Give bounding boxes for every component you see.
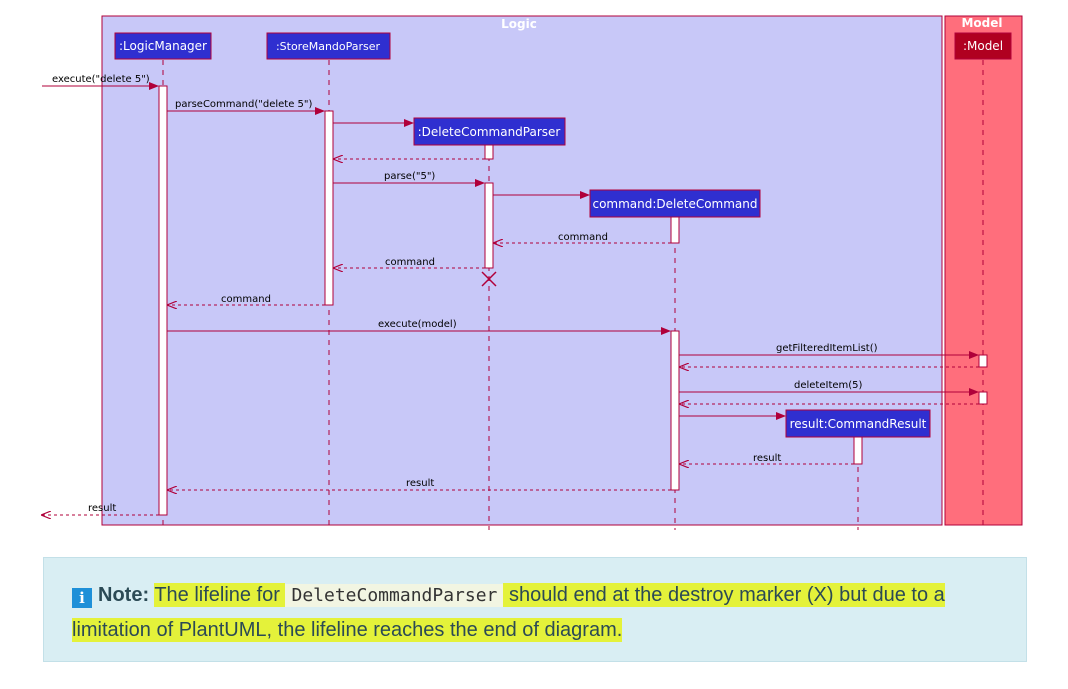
activation-delete-parser-init <box>484 144 494 160</box>
participant-delete-parser <box>413 117 566 146</box>
msg-parse-label: parse("5") <box>384 171 435 182</box>
msg-parse-command-label: parseCommand("delete 5") <box>175 99 312 110</box>
info-icon: i <box>72 588 92 608</box>
note-box: i Note: The lifeline for DeleteCommandPar… <box>43 557 1027 662</box>
activation-delete-command-init <box>670 216 680 244</box>
activation-command-result <box>853 436 863 465</box>
msg-execute-model-label: execute(model) <box>378 319 457 330</box>
msg-return-command-1-label: command <box>558 232 608 243</box>
participant-model-label: :Model <box>963 39 1003 53</box>
participant-parser <box>266 32 391 60</box>
msg-get-filtered-label: getFilteredItemList() <box>776 343 878 354</box>
participant-delete-command-label: command:DeleteCommand <box>592 197 757 211</box>
msg-return-command-3-label: command <box>221 294 271 305</box>
msg-return-result-2-label: result <box>406 478 434 489</box>
participant-parser-label: :StoreMandoParser <box>276 40 381 53</box>
note-text: i Note: The lifeline for DeleteCommandPar… <box>72 578 1012 648</box>
sequence-diagram: Logic Model :LogicManager :StoreMandoPar… <box>0 15 1023 530</box>
note-label: Note: <box>98 584 150 606</box>
participant-logic-manager <box>114 32 212 60</box>
activation-parser <box>324 110 334 306</box>
note-code: DeleteCommandParser <box>285 584 504 607</box>
activation-delete-parser-parse <box>484 182 494 269</box>
msg-return-result-1-label: result <box>753 453 781 464</box>
activation-model-1 <box>978 354 988 368</box>
activation-model-2 <box>978 391 988 405</box>
participant-model <box>954 32 1012 60</box>
participant-command-result <box>785 409 931 438</box>
participant-delete-parser-label: :DeleteCommandParser <box>418 125 561 139</box>
msg-return-result-3-label: result <box>88 503 116 514</box>
activation-delete-command-execute <box>670 330 680 491</box>
destroy-marker <box>481 271 497 287</box>
participant-delete-command <box>589 189 761 218</box>
activation-logic-manager <box>158 85 168 516</box>
participant-command-result-label: result:CommandResult <box>790 417 927 431</box>
msg-delete-item-label: deleteItem(5) <box>794 380 863 391</box>
model-box-title: Model <box>961 16 1002 30</box>
logic-box-title: Logic <box>501 17 537 31</box>
logic-box <box>101 15 943 526</box>
note-text-before: The lifeline for <box>154 583 286 607</box>
msg-return-command-2-label: command <box>385 257 435 268</box>
participant-logic-manager-label: :LogicManager <box>119 39 207 53</box>
msg-execute-delete-label: execute("delete 5") <box>52 74 150 85</box>
